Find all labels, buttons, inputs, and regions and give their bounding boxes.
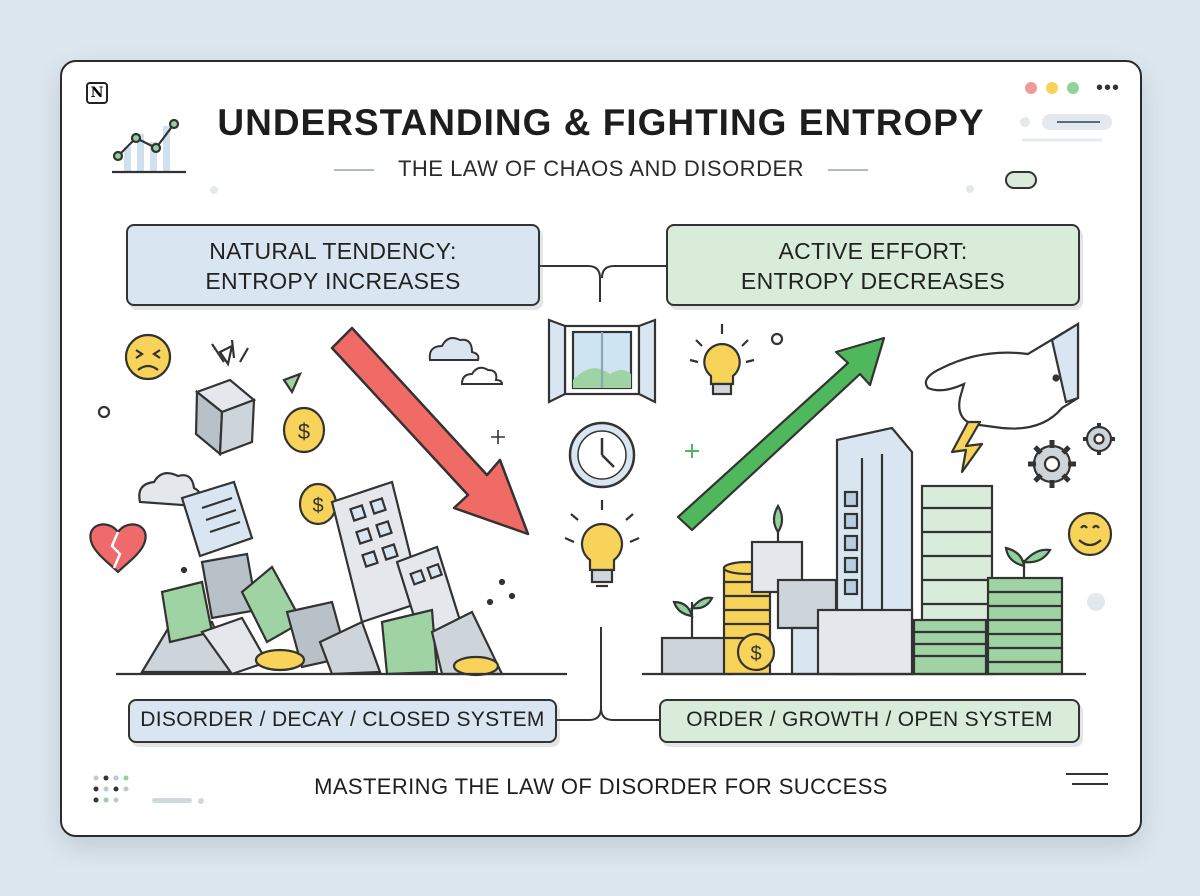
gear-icon [1028,423,1115,488]
svg-text:$: $ [750,643,761,665]
natural-tendency-box: NATURAL TENDENCY: ENTROPY INCREASES [126,224,540,306]
growth-chart-icon [112,118,186,174]
growing-city: $ [660,426,1064,676]
window-dot-yellow[interactable] [1045,82,1058,94]
natural-tendency-line2: ENTROPY INCREASES [205,268,461,294]
disorder-scene: $ $ [89,333,567,677]
window-dot-red[interactable] [1024,82,1037,94]
window-dot-green[interactable] [1066,82,1079,94]
order-scene: $ [642,322,1115,676]
floating-cube-icon [194,378,257,457]
order-label-box: ORDER / GROWTH / OPEN SYSTEM [659,699,1080,743]
cloud-icon [428,337,505,444]
document-icon [180,480,254,558]
more-menu-icon[interactable]: ••• [1095,77,1120,99]
smiley-face-icon [1067,511,1113,557]
rubble-pile [140,552,516,677]
active-effort-line2: ENTROPY DECREASES [740,268,1006,294]
ui-slider-icon [210,114,1112,194]
active-effort-box: ACTIVE EFFORT: ENTROPY DECREASES [666,224,1080,306]
svg-text:$: $ [298,419,310,444]
notion-logo-icon: N [86,82,108,104]
page-title: UNDERSTANDING & FIGHTING ENTROPY [217,102,985,143]
disorder-label: DISORDER / DECAY / CLOSED SYSTEM [140,708,545,731]
stressed-face-icon [124,333,172,381]
broken-heart-icon [89,523,147,574]
connector-lines [540,265,666,721]
disorder-label-box: DISORDER / DECAY / CLOSED SYSTEM [128,699,557,743]
page-subtitle: THE LAW OF CHAOS AND DISORDER [333,156,869,182]
main-window: $ $ [60,60,1142,837]
lightbulb-icon [564,500,640,588]
natural-tendency-line1: NATURAL TENDENCY: [209,238,457,264]
helping-hand-icon [924,322,1080,474]
decorative-dots [93,773,1108,804]
footer-tagline: MASTERING THE LAW OF DISORDER FOR SUCCES… [314,774,888,799]
idea-bulb-icon [689,324,755,396]
illustration-canvas: $ $ [89,114,1115,804]
svg-text:$: $ [312,495,323,517]
coin-icon: $ [282,406,326,454]
window-controls: ••• [1024,77,1120,99]
entropy-decrease-arrow [676,336,886,532]
window-icon [547,318,657,404]
order-label: ORDER / GROWTH / OPEN SYSTEM [686,708,1053,731]
entropy-increase-arrow [330,326,530,536]
clock-icon [568,421,636,489]
coin-icon-2: $ [298,482,338,526]
active-effort-line1: ACTIVE EFFORT: [778,238,968,264]
